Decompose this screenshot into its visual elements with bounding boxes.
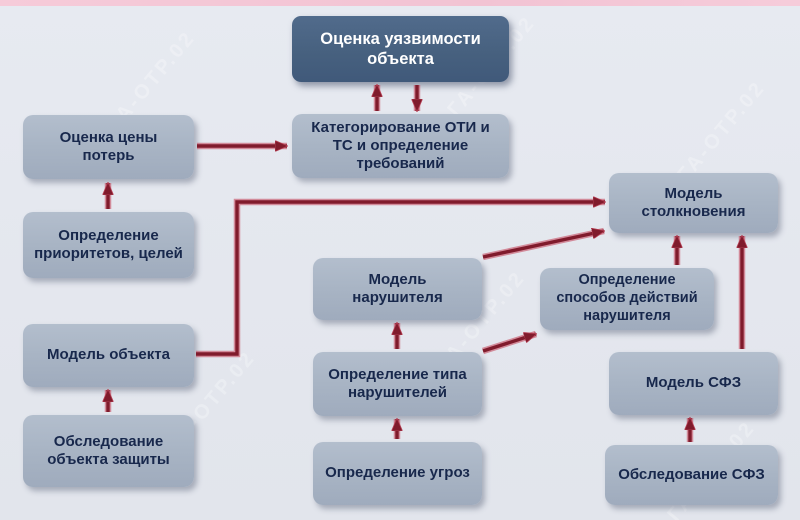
top-border-strip	[0, 0, 800, 6]
node-categorization-oti-ts: Категорирование ОТИ и ТС и определение т…	[292, 114, 509, 178]
node-threat-determination: Определение угроз	[313, 442, 482, 505]
node-sfz-survey: Обследование СФЗ	[605, 445, 778, 505]
node-intruder-type-determination: Определение типа нарушителей	[313, 352, 482, 416]
node-vulnerability-assessment: Оценка уязвимости объекта	[292, 16, 509, 82]
node-priorities-goals: Определение приоритетов, целей	[23, 212, 194, 278]
node-intruder-model: Модель нарушителя	[313, 258, 482, 320]
node-protected-object-survey: Обследование объекта защиты	[23, 415, 194, 487]
watermark-text: ГА-ОТР.02	[673, 76, 770, 186]
node-sfz-model: Модель СФЗ	[609, 352, 778, 415]
node-intruder-action-methods: Определение способов действий нарушителя	[540, 268, 714, 330]
node-collision-model: Модель столкновения	[609, 173, 778, 233]
node-object-model: Модель объекта	[23, 324, 194, 387]
node-loss-cost-assessment: Оценка цены потерь	[23, 115, 194, 179]
